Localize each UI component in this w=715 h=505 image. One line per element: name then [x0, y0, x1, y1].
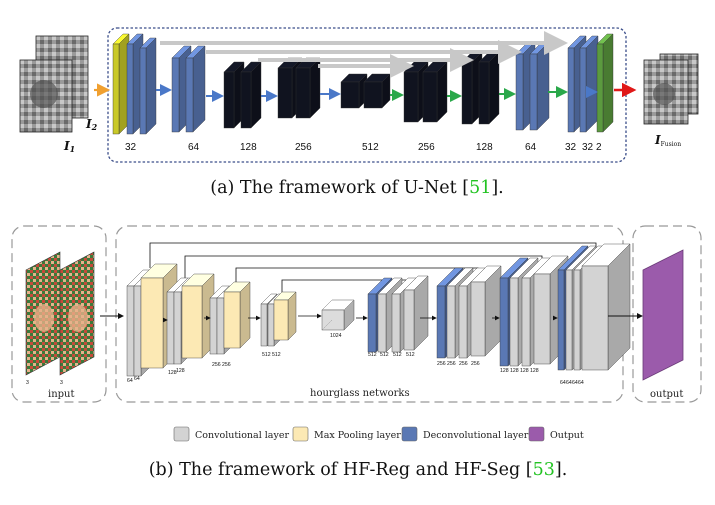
- unet-output-image: [643, 53, 699, 125]
- unet-channel-10: 2: [596, 142, 602, 153]
- input-label-i2: I2: [85, 117, 98, 132]
- input-channel-1: 3: [26, 380, 29, 386]
- legend-label: Convolutional layer: [195, 430, 289, 441]
- legend-label: Max Pooling layer: [314, 430, 401, 441]
- unet-channel-5: 256: [418, 142, 435, 153]
- hg-channel-3: 128: [176, 368, 185, 374]
- output-label: output: [650, 389, 683, 400]
- unet-layer-0: [112, 33, 130, 135]
- hg-layer-28: [581, 243, 631, 371]
- hg-channel-23: 64: [572, 380, 578, 386]
- output-layer: [642, 249, 684, 381]
- legend-item-3: Output: [528, 426, 584, 442]
- hg-channel-5: 256: [222, 362, 231, 368]
- hg-bottleneck-edges: [321, 299, 355, 331]
- input-channel-2: 3: [60, 380, 63, 386]
- unet-layer-10: [363, 73, 391, 109]
- caption-a: (a) The framework of U-Net [51].: [210, 178, 503, 198]
- unet-layer-6: [240, 61, 262, 129]
- hg-channel-17: 128: [500, 368, 509, 374]
- unet-layer-8: [295, 57, 321, 119]
- unet-channel-0: 32: [125, 142, 137, 153]
- hg-layer-5: [181, 273, 215, 359]
- hg-channel-18: 128: [510, 368, 519, 374]
- unet-layer-19: [596, 33, 614, 133]
- legend-swatch: [173, 426, 190, 442]
- input-dashed-frame: [11, 225, 107, 403]
- caption-b: (b) The framework of HF-Reg and HF-Seg […: [149, 460, 568, 480]
- legend-item-2: Deconvolutional layer: [401, 426, 529, 442]
- hg-layer-16: [403, 275, 429, 351]
- hg-channel-21: 64: [560, 380, 566, 386]
- hg-channel-2: 128: [168, 370, 177, 376]
- hourglass-label: hourglass networks: [310, 388, 410, 399]
- hg-channel-1: 64: [134, 376, 140, 382]
- unet-layer-blocks: [112, 33, 614, 135]
- hg-channel-10: 512: [380, 352, 389, 358]
- unet-channel-9: 32: [582, 142, 594, 153]
- hg-input-images: [25, 251, 95, 376]
- legend-item-1: Max Pooling layer: [292, 426, 401, 442]
- output-photo-subject: [653, 83, 675, 105]
- unet-channel-8: 32: [565, 142, 577, 153]
- unet-layer-16: [529, 41, 550, 131]
- hg-channel-0: 64: [127, 378, 133, 384]
- unet-channel-4: 512: [362, 142, 379, 153]
- hg-channel-14: 256: [447, 361, 456, 367]
- unet-skip-connections: [160, 31, 568, 78]
- input-photo-subject: [30, 80, 58, 108]
- unet-layer-2: [139, 37, 157, 135]
- unet-layer-9: [340, 73, 368, 109]
- output-dashed-frame: [632, 225, 702, 403]
- legend-swatch: [292, 426, 309, 442]
- hg-layer-8: [223, 281, 251, 349]
- legend-label: Output: [550, 430, 584, 441]
- unet-channel-6: 128: [476, 142, 493, 153]
- hg-channel-6: 512: [262, 352, 271, 358]
- input-face-1-detail: [34, 304, 54, 332]
- unet-layer-14: [478, 51, 500, 125]
- hg-channel-19: 128: [520, 368, 529, 374]
- legend-item-0: Convolutional layer: [173, 426, 289, 442]
- hg-channel-8: 1024: [330, 333, 342, 339]
- input-label-i1: I1: [63, 139, 75, 154]
- hg-channel-9: 512: [368, 352, 377, 358]
- legend: Convolutional layer Max Pooling layer Deco…: [173, 426, 584, 442]
- unet-channel-2: 128: [240, 142, 257, 153]
- input-label: input: [48, 389, 75, 400]
- unet-channel-7: 64: [525, 142, 537, 153]
- unet-layer-12: [422, 61, 448, 123]
- hg-channel-22: 64: [566, 380, 572, 386]
- legend-label: Deconvolutional layer: [423, 430, 529, 441]
- hourglass-layer-blocks: [126, 243, 631, 377]
- hg-channel-15: 256: [459, 361, 468, 367]
- hg-channel-24: 64: [578, 380, 584, 386]
- unet-input-images: [19, 35, 89, 133]
- hg-layer-20: [470, 265, 502, 357]
- unet-layer-18: [579, 35, 599, 133]
- legend-swatch: [401, 426, 418, 442]
- hg-channel-16: 256: [471, 361, 480, 367]
- hg-channel-20: 128: [530, 368, 539, 374]
- input-face-2-detail: [68, 304, 88, 332]
- unet-layer-4: [185, 45, 206, 133]
- hg-channel-11: 512: [393, 352, 402, 358]
- hg-channel-4: 256: [212, 362, 221, 368]
- hg-channel-7: 512: [272, 352, 281, 358]
- legend-swatch: [528, 426, 545, 442]
- unet-channel-1: 64: [188, 142, 200, 153]
- unet-channel-3: 256: [295, 142, 312, 153]
- hg-channel-13: 256: [437, 361, 446, 367]
- hg-layer-11: [273, 291, 297, 341]
- hg-channel-12: 512: [406, 352, 415, 358]
- output-label: IFusion: [654, 133, 681, 148]
